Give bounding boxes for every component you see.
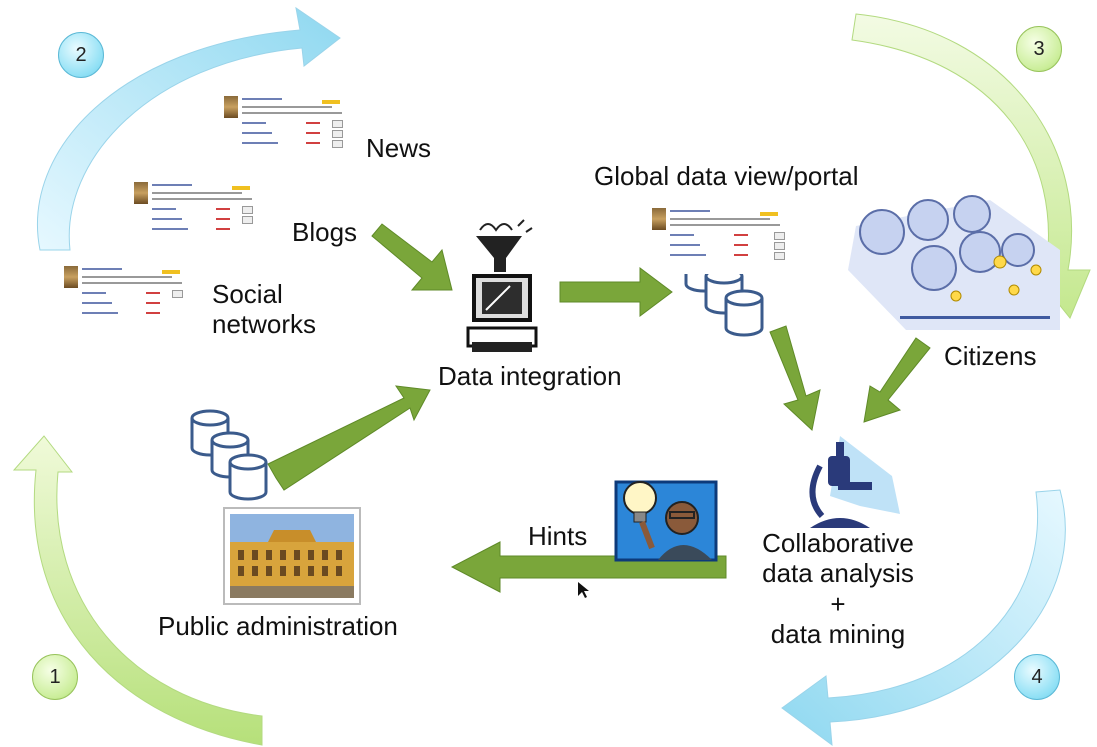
step-3-badge: 3 (1016, 26, 1062, 72)
arrow-blogs-to-integration (371, 223, 453, 291)
idea-person-icon (614, 480, 718, 562)
palace-photo-icon (223, 507, 361, 605)
citizens-crowd-icon (848, 195, 1060, 330)
cycle-arrow-4 (781, 489, 1066, 747)
label-social-networks: Social networks (212, 279, 317, 339)
database-icon (190, 409, 268, 501)
newspaper-thumbnail-icon (222, 92, 350, 162)
label-collaborative-analysis: Collaborative data analysis + data minin… (762, 528, 914, 650)
flow-arrows (267, 223, 931, 593)
arrow-global-to-collab (769, 325, 821, 431)
step-4-badge: 4 (1014, 654, 1060, 700)
newspaper-thumbnail-icon (62, 262, 190, 332)
mouse-cursor-icon (578, 582, 589, 598)
label-data-integration: Data integration (438, 361, 622, 391)
arrow-citizens-to-collab (863, 337, 931, 423)
label-global-data-view: Global data view/portal (594, 161, 859, 191)
funnel-computer-icon (466, 219, 538, 352)
step-1-badge: 1 (32, 654, 78, 700)
label-citizens: Citizens (944, 341, 1037, 371)
newspaper-thumbnail-icon (650, 204, 790, 274)
arrow-integration-to-global (559, 267, 673, 317)
newspaper-thumbnail-icon (132, 178, 260, 248)
cycle-arrow-1 (12, 435, 263, 746)
cycle-arrow-2 (37, 6, 341, 251)
microscope-icon (809, 436, 900, 528)
cycle-arrow-3 (851, 13, 1091, 319)
label-news: News (366, 133, 432, 163)
label-hints: Hints (528, 521, 588, 551)
label-blogs: Blogs (292, 217, 358, 247)
label-public-administration: Public administration (158, 611, 398, 641)
arrow-hints (450, 541, 727, 593)
step-2-badge: 2 (58, 32, 104, 78)
arrow-admin-to-integration (267, 385, 431, 491)
